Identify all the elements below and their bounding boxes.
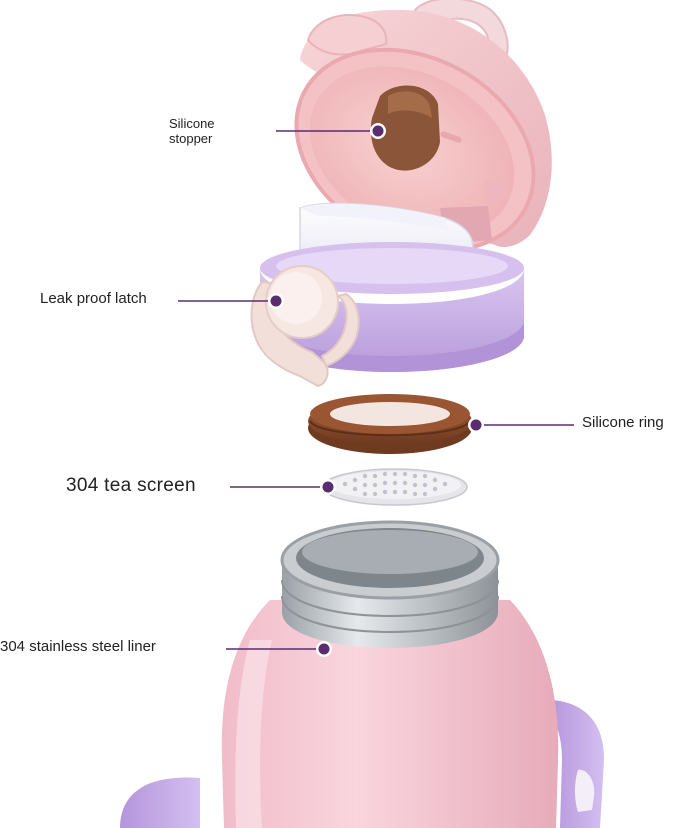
leak-proof-latch <box>250 265 360 388</box>
leak-proof-latch-label: Leak proof latch <box>40 290 147 307</box>
callout-ring-leader <box>468 417 574 433</box>
steel-liner <box>280 520 500 648</box>
silicone-stopper <box>370 85 440 171</box>
silicone-ring <box>308 394 472 454</box>
callout-latch-leader <box>178 293 284 309</box>
bottle-body <box>120 600 605 828</box>
silicone-stopper-label-line1: Silicone <box>169 116 215 131</box>
callout-screen-leader <box>230 479 336 495</box>
silicone-stopper-label-line2: stopper <box>169 131 213 146</box>
steel-liner-label: 304 stainless steel liner <box>0 638 156 655</box>
silicone-ring-label: Silicone ring <box>582 414 664 431</box>
callout-stopper-leader <box>276 123 386 139</box>
tea-screen <box>322 468 468 506</box>
callout-liner-leader <box>226 641 332 657</box>
tea-screen-label: 304 tea screen <box>66 475 196 496</box>
silicone-stopper-label: Silicone stopper <box>169 116 249 146</box>
